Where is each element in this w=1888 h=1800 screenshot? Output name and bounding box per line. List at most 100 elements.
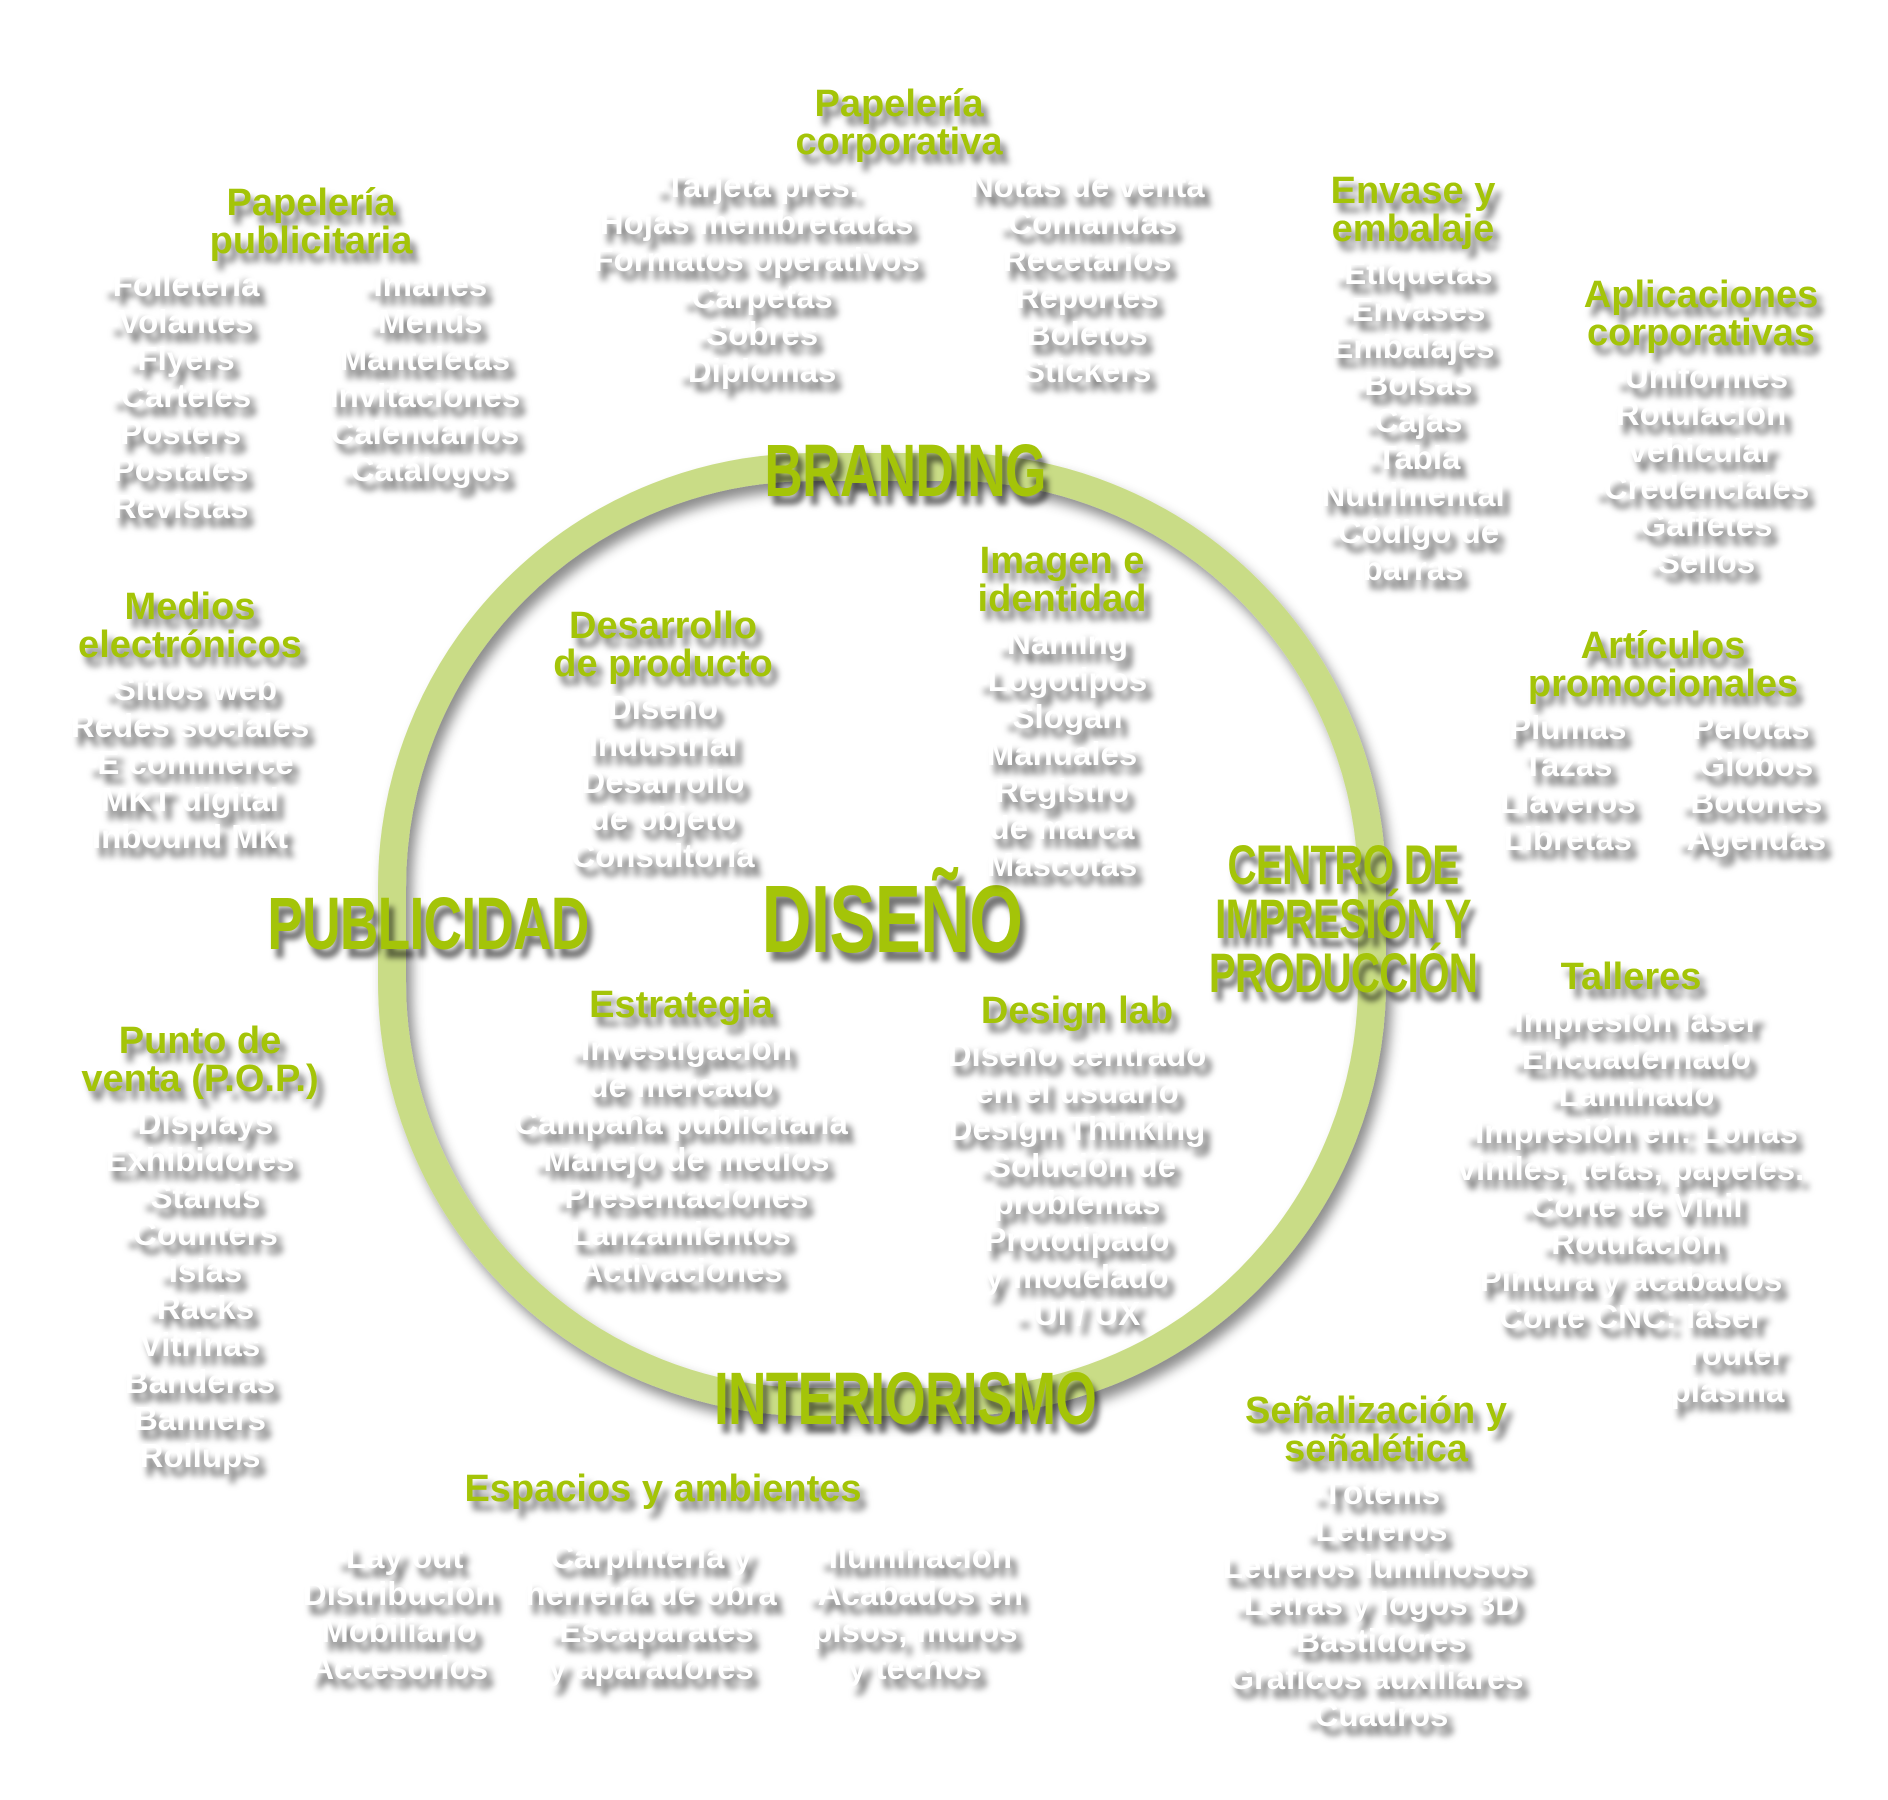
block-heading-line: venta (P.O.P.) [81, 1058, 319, 1100]
list-item: Corte CNC: láser [1498, 1298, 1764, 1335]
list-item: Invitaciones [329, 377, 521, 414]
list-item: -Letras y logos 3D [1232, 1585, 1520, 1622]
ring-outline [378, 453, 1386, 1416]
block-heading-line: embalaje [1331, 208, 1495, 250]
area-publicidad: PUBLICIDAD [267, 882, 589, 965]
list-item: -Código de [1326, 513, 1500, 550]
list-item: router [1689, 1335, 1785, 1372]
block-heading-line: Papelería [226, 182, 396, 224]
list-item: Mobiliario [321, 1612, 478, 1649]
list-item: -Investigación [570, 1030, 792, 1067]
list-item: -Diplomas [676, 352, 837, 389]
list-item: Libretas [1503, 820, 1633, 857]
list-item: Posters [120, 414, 242, 451]
block-heading-line: electrónicos [78, 624, 302, 666]
area-branding-label: BRANDING [764, 429, 1046, 512]
list-item: Campaña publicitaria [514, 1104, 848, 1141]
list-item: -Letreros [1304, 1511, 1448, 1548]
list-item: -Folletería [101, 266, 260, 303]
list-item: -Carpetas [680, 278, 833, 315]
list-item: Design Thinking [948, 1110, 1206, 1147]
list-item: -Corte de Vinil [1519, 1187, 1743, 1224]
block-heading-line: corporativa [795, 121, 1003, 163]
area-branding: BRANDING [764, 429, 1046, 512]
list-item: -Impresión láser [1503, 1002, 1759, 1039]
list-item: -Encuadernado [1510, 1039, 1752, 1076]
list-item: Tazas [1523, 746, 1613, 783]
list-item: -Stands [139, 1178, 261, 1215]
list-item: -Iluminación [817, 1538, 1013, 1575]
list-item: Embalajes [1331, 328, 1495, 365]
list-item: Stickers [1022, 352, 1152, 389]
list-item: -Naming [995, 624, 1128, 661]
list-item: -Bastidores [1285, 1622, 1467, 1659]
list-item: problemas [993, 1184, 1161, 1221]
block-heading-line: señalética [1284, 1428, 1468, 1470]
list-item: plasma [1670, 1372, 1785, 1409]
list-item: Plumas [1509, 709, 1627, 746]
area-publicidad-label: PUBLICIDAD [267, 882, 589, 965]
list-item: y modelado [985, 1258, 1169, 1295]
list-item: Pintura y acabados [1479, 1261, 1783, 1298]
list-item: Prototipado [984, 1221, 1170, 1258]
list-item: Boletos [1026, 315, 1148, 352]
list-item: Industrial [588, 726, 738, 763]
area-interiorismo-label: INTERIORISMO [713, 1357, 1097, 1440]
list-item: -Sobres [695, 315, 819, 352]
list-item: -Flyers [126, 340, 235, 377]
list-item: Notas de venta [969, 167, 1205, 204]
item-column: Pelotas-Globos-Botones-Agendas [1676, 709, 1826, 857]
list-item: -Counters [122, 1215, 278, 1252]
list-item: Diseño [607, 689, 719, 726]
list-item: Letreros luminosos [1222, 1548, 1530, 1585]
list-item: -Acabados en [806, 1575, 1024, 1612]
list-item: -Manejo de medios [532, 1141, 830, 1178]
list-item: -E commerce [86, 744, 294, 781]
area-interiorismo: INTERIORISMO [713, 1357, 1097, 1440]
list-item: Manteletas [339, 340, 511, 377]
list-item: Postales [112, 451, 249, 488]
block-heading-line: identidad [977, 578, 1147, 620]
block-heading-line: publicitaria [209, 220, 413, 262]
list-item: -Globos [1688, 746, 1814, 783]
list-item: de marca [989, 809, 1135, 846]
list-item: -Impresión en: Lonas [1464, 1113, 1798, 1150]
block-heading-line: Estrategia [589, 984, 773, 1026]
list-item: Registro [995, 772, 1129, 809]
list-item: Diseño centrado [947, 1036, 1207, 1073]
list-item: -Rotulación [1540, 1224, 1722, 1261]
list-item: -Uniformes [1613, 358, 1789, 395]
list-item: -Menús [367, 303, 483, 340]
block-heading-line: de producto [553, 643, 773, 685]
area-centro-label-line: PRODUCCIÓN [1208, 941, 1478, 1004]
list-item: Pelotas [1692, 709, 1810, 746]
center-title: DISEÑO [762, 872, 1023, 968]
list-item: -Etiquetas [1333, 254, 1493, 291]
block-heading: Talleres [1458, 958, 1805, 996]
